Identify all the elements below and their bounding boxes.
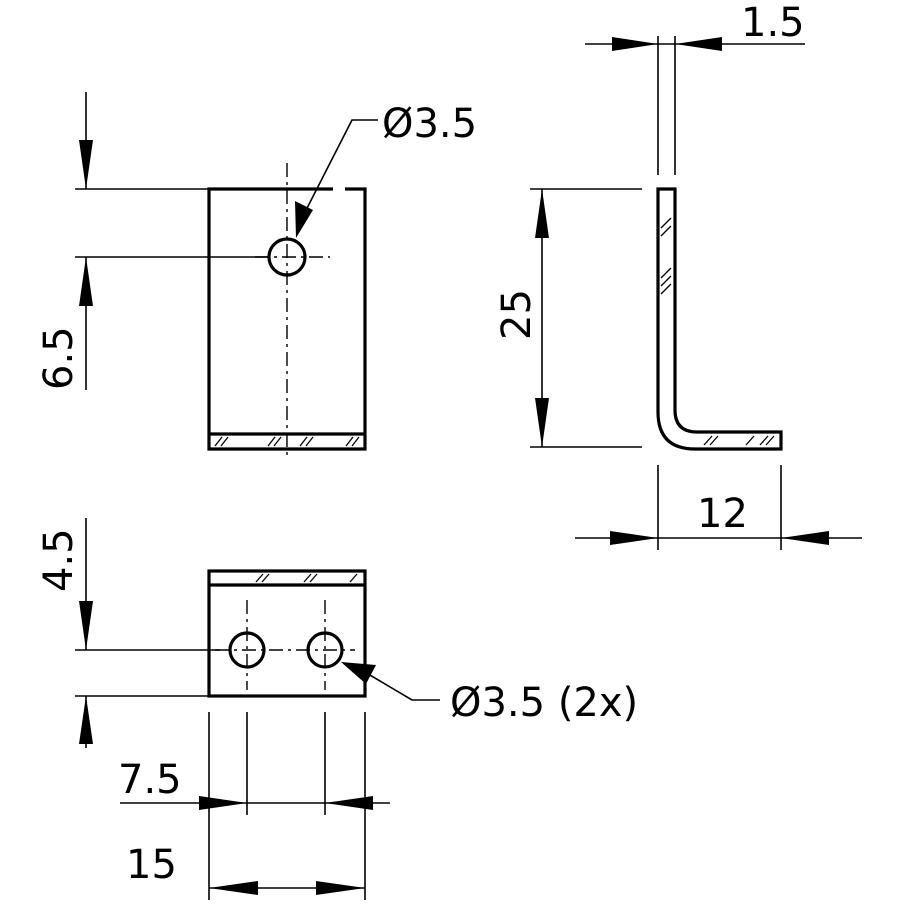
bottom-view-outline xyxy=(207,569,367,698)
front-hole-offset-label: 6.5 xyxy=(36,326,82,390)
front-hole-callout: Ø3.5 xyxy=(295,101,477,238)
width-dimension: 15 xyxy=(126,712,366,900)
side-view-profile xyxy=(656,187,783,451)
bottom-view-hatch xyxy=(255,573,358,583)
bottom-hole-offset-dimension: 4.5 xyxy=(36,518,220,748)
front-view xyxy=(207,163,367,460)
front-hole-offset-dimension: 6.5 xyxy=(36,92,270,390)
front-view-hatch xyxy=(214,436,360,447)
side-view-hatch xyxy=(660,217,775,446)
hole-spacing-label: 7.5 xyxy=(118,757,182,803)
bottom-holes-callout: Ø3.5 (2x) xyxy=(341,662,638,726)
leg-length-dimension: 12 xyxy=(575,465,862,550)
thickness-label: 1.5 xyxy=(741,0,805,46)
front-view-outline xyxy=(207,187,367,451)
leg-length-label: 12 xyxy=(697,491,748,537)
bottom-view-hole-left xyxy=(228,631,266,669)
width-label: 15 xyxy=(126,842,177,888)
front-hole-diameter-label: Ø3.5 xyxy=(382,101,477,147)
bottom-view-hole-right xyxy=(306,631,344,669)
height-dimension: 25 xyxy=(494,188,642,448)
side-view xyxy=(656,187,783,451)
bottom-holes-diameter-label: Ø3.5 (2x) xyxy=(450,680,638,726)
bottom-view xyxy=(207,569,367,698)
height-label: 25 xyxy=(494,289,540,340)
thickness-dimension: 1.5 xyxy=(585,0,805,175)
bottom-hole-offset-label: 4.5 xyxy=(36,528,82,592)
hole-spacing-dimension: 7.5 xyxy=(118,712,390,815)
